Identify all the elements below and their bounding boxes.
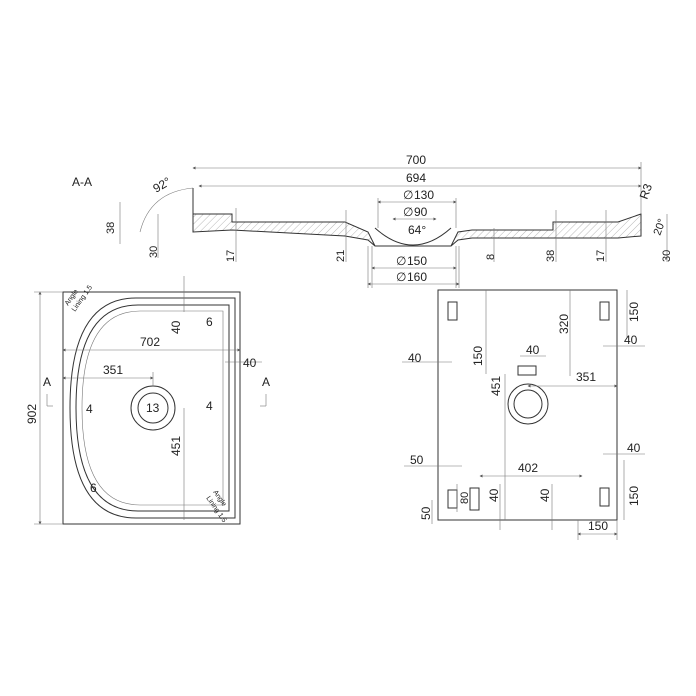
dim-902-label: 902 bbox=[25, 404, 39, 424]
dim-40-left-label: 40 bbox=[408, 351, 422, 365]
dim-d150-label: 150 bbox=[407, 254, 427, 268]
dia-symbol-90: ∅ bbox=[403, 205, 413, 219]
drain-bowl bbox=[374, 227, 452, 246]
height-21: 21 bbox=[335, 250, 347, 262]
dim-402-label: 402 bbox=[518, 461, 538, 475]
foot-center bbox=[517, 365, 537, 376]
height-17-left: 17 bbox=[225, 250, 237, 262]
dim-150-vert-label: 150 bbox=[471, 346, 485, 366]
base-drain-outer bbox=[507, 383, 549, 425]
section-marker-left: A bbox=[43, 375, 51, 389]
base-drain-inner bbox=[513, 389, 543, 419]
height-17-right: 17 bbox=[595, 250, 607, 262]
dim-702-label: 702 bbox=[140, 335, 160, 349]
dia-symbol-150: ∅ bbox=[396, 254, 406, 268]
foot-80 bbox=[469, 487, 480, 511]
dia-symbol-130: ∅ bbox=[403, 188, 413, 202]
height-30-left: 30 bbox=[148, 246, 160, 258]
dim-320-label: 320 bbox=[557, 314, 571, 334]
foot-bottom-right bbox=[599, 487, 610, 507]
dim-40-drain-label: 40 bbox=[526, 343, 540, 357]
drain-inner bbox=[137, 392, 169, 424]
dim-40-rightmid-label: 40 bbox=[627, 441, 641, 455]
dim-40-right-label: 40 bbox=[243, 356, 257, 370]
dim-40-topright-label: 40 bbox=[624, 333, 638, 347]
foot-bottom-left bbox=[447, 489, 458, 509]
dim-6-bottom-label: 6 bbox=[90, 481, 97, 495]
foot-top-left bbox=[447, 301, 458, 321]
foot-top-right bbox=[599, 301, 610, 321]
dim-700-label: 700 bbox=[406, 153, 426, 167]
tray-outline bbox=[62, 291, 241, 525]
drain-size-13: 13 bbox=[146, 401, 160, 415]
bottom-view: 40 150 451 40 320 351 150 40 40 50 402 8… bbox=[402, 289, 645, 540]
dim-150-bottom-label: 150 bbox=[588, 519, 608, 533]
dim-451-label: 451 bbox=[489, 376, 503, 396]
base-outline bbox=[437, 289, 618, 521]
dim-80-label: 80 bbox=[459, 492, 471, 504]
angle-92-label: 92° bbox=[150, 174, 173, 195]
dim-50-bottom-label: 50 bbox=[419, 506, 433, 520]
tray-basin bbox=[75, 304, 230, 512]
dia-symbol-160: ∅ bbox=[396, 270, 406, 284]
section-label: A-A bbox=[72, 175, 92, 189]
dim-d90-label: 90 bbox=[414, 205, 428, 219]
height-30-right: 30 bbox=[661, 250, 673, 262]
section-view-a-a: A-A 92° 700 694 ∅ 130 ∅ 90 64° ∅ 150 bbox=[72, 153, 673, 288]
dim-40-top-label: 40 bbox=[169, 320, 183, 334]
dim-150-topright-label: 150 bbox=[627, 302, 641, 322]
top-view: 13 Angle Lining 1.5 Angle Lining 1.5 A A… bbox=[25, 276, 270, 525]
dim-451-label: 451 bbox=[169, 436, 183, 456]
dim-6-top-label: 6 bbox=[206, 315, 213, 329]
angle-64-label: 64° bbox=[408, 223, 426, 237]
dim-150-right-label: 150 bbox=[627, 486, 641, 506]
dim-4-left-label: 4 bbox=[86, 402, 93, 416]
radius-r3: R3 bbox=[637, 182, 656, 202]
tray-rim-inner bbox=[69, 297, 236, 519]
dim-50-left-label: 50 bbox=[410, 453, 424, 467]
dim-40-bottom-a-label: 40 bbox=[487, 488, 501, 502]
angle-92-arc bbox=[139, 187, 194, 233]
height-8: 8 bbox=[485, 254, 497, 260]
angle-20-label: 20° bbox=[652, 217, 669, 237]
dim-40-bottom-b-label: 40 bbox=[538, 488, 552, 502]
dim-694-label: 694 bbox=[406, 171, 426, 185]
dim-351-label: 351 bbox=[576, 370, 596, 384]
dim-d130-label: 130 bbox=[414, 188, 434, 202]
dim-4-right-label: 4 bbox=[206, 399, 213, 413]
tray-inner-line bbox=[81, 310, 224, 506]
dim-351-label: 351 bbox=[103, 363, 123, 377]
height-38-right: 38 bbox=[545, 250, 557, 262]
section-marker-right: A bbox=[262, 375, 270, 389]
height-38-left: 38 bbox=[105, 222, 117, 234]
dim-d160-label: 160 bbox=[407, 270, 427, 284]
